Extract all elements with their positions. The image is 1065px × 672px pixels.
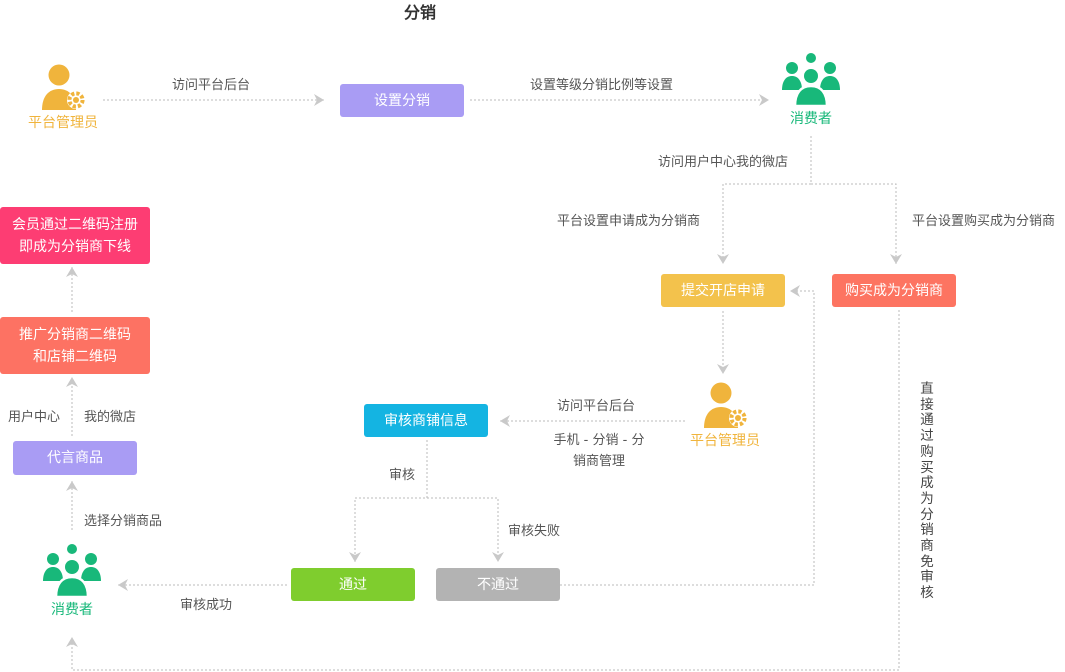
- connector-review-to-fail: [427, 497, 504, 562]
- admin-top-label: 平台管理员: [28, 115, 98, 131]
- label-visit-platform-backend-top: 访问平台后台: [172, 78, 251, 93]
- set-distribution-box: 设置分销: [340, 84, 464, 117]
- connector-consumer-split: [717, 136, 812, 264]
- page-title: 分销: [403, 3, 436, 22]
- label-review-success: 审核成功: [180, 598, 233, 613]
- label-mobile-menu: 手机 - 分销 - 分 销商管理: [540, 430, 658, 472]
- label-mobile-menu-line2: 销商管理: [572, 454, 625, 469]
- label-review: 审核: [389, 468, 416, 483]
- member-register-line1: 会员通过二维码注册: [12, 216, 138, 233]
- consumer-top: 消费者: [771, 52, 851, 128]
- member-register-box: 会员通过二维码注册 即成为分销商下线: [0, 207, 150, 264]
- label-set-level-ratio: 设置等级分销比例等设置: [530, 78, 674, 93]
- label-visit-platform-backend-mid: 访问平台后台: [557, 399, 636, 414]
- consumer-bottom-label: 消费者: [51, 602, 93, 618]
- platform-admin-mid: 平台管理员: [682, 378, 768, 450]
- submit-shop-application-box: 提交开店申请: [661, 274, 785, 307]
- label-platform-set-apply: 平台设置申请成为分销商: [557, 214, 701, 229]
- connector-consumer-to-buy: [811, 183, 902, 264]
- consumer-group-icon: [782, 53, 840, 108]
- admin-mid-label: 平台管理员: [690, 433, 760, 449]
- consumer-top-label: 消费者: [790, 111, 832, 127]
- member-register-line2: 即成为分销商下线: [19, 238, 131, 255]
- connector-review-split: [349, 440, 428, 562]
- promote-qr-box: 推广分销商二维码 和店铺二维码: [0, 317, 150, 374]
- admin-user-gear-icon: [42, 64, 85, 110]
- buy-to-become-distributor-box: 购买成为分销商: [832, 274, 956, 307]
- promote-qr-line1: 推广分销商二维码: [19, 326, 131, 343]
- label-my-micro-shop: 我的微店: [84, 410, 137, 425]
- label-user-center: 用户中心: [8, 410, 61, 425]
- label-review-failed: 审核失败: [508, 524, 561, 539]
- promote-qr-line2: 和店铺二维码: [33, 348, 117, 365]
- platform-admin-top: 平台管理员: [20, 60, 106, 132]
- consumer-group-icon: [43, 544, 101, 599]
- proxy-products-box: 代言商品: [13, 441, 137, 475]
- label-visit-user-center: 访问用户中心我的微店: [658, 155, 789, 170]
- admin-user-gear-icon: [704, 382, 747, 428]
- connector-fail-to-apply: [560, 285, 815, 586]
- review-shop-info-box: 审核商铺信息: [364, 404, 488, 437]
- consumer-bottom: 消费者: [32, 543, 112, 619]
- fail-box: 不通过: [436, 568, 560, 601]
- label-platform-set-buy: 平台设置购买成为分销商: [912, 214, 1056, 229]
- pass-box: 通过: [291, 568, 415, 601]
- label-mobile-menu-line1: 手机 - 分销 - 分: [553, 433, 645, 448]
- connector-buy-to-consumer: [66, 310, 900, 671]
- label-select-products: 选择分销商品: [84, 514, 163, 529]
- label-direct-buy-vertical: 直接通过购买成为分销商免审核: [920, 381, 934, 602]
